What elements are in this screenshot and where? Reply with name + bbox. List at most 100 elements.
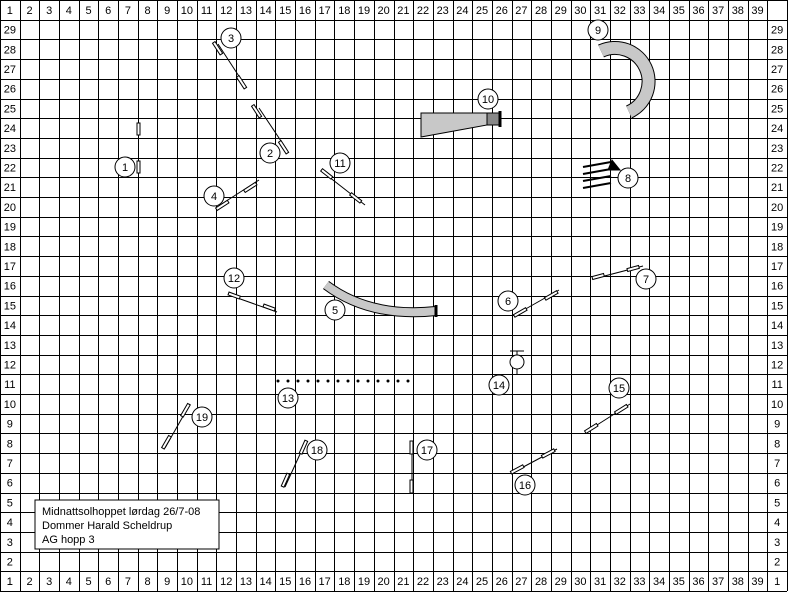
obstacle-16-jump: 16 [509, 448, 558, 496]
row-label-right: 21 [771, 182, 783, 194]
row-label-right: 15 [771, 300, 783, 312]
obstacle-17-jump: 17 [409, 439, 438, 494]
obstacle-5-tunnel: 5 [323, 280, 438, 321]
obstacle-13-long-jump: 13 [276, 379, 410, 409]
obstacle-11-jump: 11 [319, 152, 366, 206]
row-label-right: 18 [771, 241, 783, 253]
col-label-top: 28 [535, 5, 547, 17]
obstacle-6-jump: 6 [497, 289, 560, 318]
col-label-bottom: 3 [46, 576, 52, 588]
obstacle-number-18: 18 [311, 445, 323, 457]
row-label-right: 16 [771, 281, 783, 293]
col-label-top: 29 [555, 5, 567, 17]
col-label-top: 23 [437, 5, 449, 17]
row-label-left: 12 [4, 359, 16, 371]
row-label-left: 18 [4, 241, 16, 253]
col-label-bottom: 6 [105, 576, 111, 588]
col-label-bottom: 15 [279, 576, 291, 588]
col-label-bottom: 37 [712, 576, 724, 588]
col-label-bottom: 2 [26, 576, 32, 588]
col-label-top: 21 [397, 5, 409, 17]
col-label-bottom: 27 [515, 576, 527, 588]
row-label-right: 13 [771, 340, 783, 352]
col-label-bottom: 25 [476, 576, 488, 588]
col-label-top: 33 [633, 5, 645, 17]
row-label-left: 16 [4, 281, 16, 293]
col-label-bottom: 5 [85, 576, 91, 588]
row-label-left: 10 [4, 399, 16, 411]
col-label-top: 11 [201, 5, 212, 17]
row-label-left: 17 [4, 261, 16, 273]
obstacle-10-chute: 10 [420, 88, 502, 138]
col-label-top: 27 [515, 5, 527, 17]
col-label-top: 4 [66, 5, 72, 17]
obstacle-number-16: 16 [519, 480, 531, 492]
col-label-bottom: 26 [496, 576, 508, 588]
row-label-right: 11 [771, 379, 782, 391]
obstacle-number-1: 1 [122, 162, 128, 174]
row-label-left: 8 [7, 438, 13, 450]
col-label-bottom: 29 [555, 576, 567, 588]
row-label-left: 26 [4, 84, 16, 96]
col-label-bottom: 24 [456, 576, 468, 588]
obstacle-7-jump: 7 [591, 264, 657, 290]
obstacle-number-2: 2 [267, 148, 273, 160]
col-label-top: 15 [279, 5, 291, 17]
row-label-right: 7 [774, 458, 780, 470]
obstacle-number-13: 13 [282, 393, 294, 405]
col-label-bottom: 10 [181, 576, 193, 588]
row-label-left: 25 [4, 103, 16, 115]
col-label-top: 5 [85, 5, 91, 17]
row-label-left: 22 [4, 162, 16, 174]
col-label-bottom: 32 [614, 576, 626, 588]
col-label-top: 24 [456, 5, 468, 17]
col-label-top: 31 [594, 5, 606, 17]
row-label-right: 20 [771, 202, 783, 214]
obstacle-number-3: 3 [228, 33, 234, 45]
col-label-top: 38 [732, 5, 744, 17]
row-label-left: 23 [4, 143, 16, 155]
row-label-left: 7 [7, 458, 13, 470]
row-label-right: 17 [771, 261, 783, 273]
row-label-right: 25 [771, 103, 783, 115]
row-label-left: 5 [7, 497, 13, 509]
obstacle-number-17: 17 [421, 445, 433, 457]
col-label-bottom: 16 [299, 576, 311, 588]
col-label-top: 25 [476, 5, 488, 17]
row-label-right: 1 [774, 576, 780, 588]
col-label-top: 32 [614, 5, 626, 17]
row-label-left: 29 [4, 25, 16, 37]
col-label-top: 20 [378, 5, 390, 17]
course-info-box: Midnattsolhoppet lørdag 26/7-08 Dommer H… [34, 499, 220, 550]
row-label-left: 19 [4, 222, 16, 234]
row-label-right: 29 [771, 25, 783, 37]
col-label-bottom: 8 [145, 576, 151, 588]
col-label-bottom: 12 [220, 576, 232, 588]
row-label-right: 22 [771, 162, 783, 174]
row-label-left: 4 [7, 517, 13, 529]
col-label-top: 37 [712, 5, 724, 17]
obstacle-number-15: 15 [613, 383, 625, 395]
row-label-right: 14 [771, 320, 783, 332]
col-label-top: 17 [319, 5, 331, 17]
col-label-top: 18 [338, 5, 350, 17]
info-line-event: Midnattsolhoppet lørdag 26/7-08 [42, 506, 200, 518]
obstacle-9-tunnel: 9 [587, 19, 656, 119]
col-label-bottom: 21 [397, 576, 409, 588]
col-label-bottom: 17 [319, 576, 331, 588]
col-label-bottom: 35 [673, 576, 685, 588]
col-label-bottom: 13 [240, 576, 252, 588]
col-label-bottom: 7 [125, 576, 131, 588]
obstacles: 1 2 3 4 [114, 19, 657, 496]
col-label-bottom: 14 [259, 576, 271, 588]
col-label-top: 9 [164, 5, 170, 17]
col-label-top: 6 [105, 5, 111, 17]
row-label-right: 2 [774, 556, 780, 568]
col-label-top: 22 [417, 5, 429, 17]
col-label-top: 36 [692, 5, 704, 17]
row-label-right: 5 [774, 497, 780, 509]
row-label-left: 2 [7, 556, 13, 568]
obstacle-19-jump: 19 [160, 402, 213, 450]
col-label-top: 8 [145, 5, 151, 17]
